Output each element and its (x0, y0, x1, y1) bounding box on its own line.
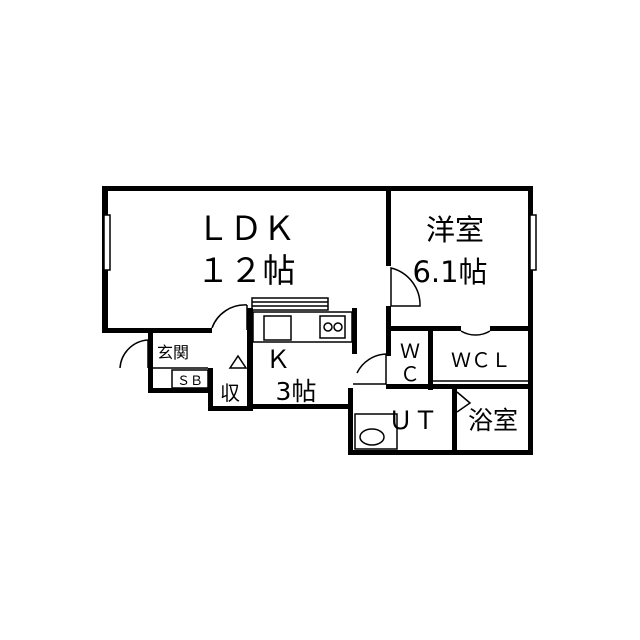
ut-label: ＵＴ (388, 406, 438, 435)
wc-label-w: Ｗ (400, 339, 420, 363)
western-room-size: 6.1帖 (412, 255, 487, 289)
wc-label-c: Ｃ (400, 362, 420, 386)
interior-lines (103, 214, 537, 450)
shoe-box-label: ＳＢ (177, 374, 203, 389)
entrance-label: 玄関 (157, 343, 189, 362)
doors (119, 267, 491, 413)
kitchen-size: 3帖 (276, 377, 317, 406)
western-room-name: 洋室 (426, 213, 484, 247)
labels: ＬＤＫ １２帖 洋室 6.1帖 Ｋ 3帖 玄関 ＳＢ 収 Ｗ Ｃ ＷＣＬ ＵＴ … (157, 209, 518, 435)
ldk-name: ＬＤＫ (197, 209, 296, 248)
storage-label: 収 (220, 381, 240, 405)
bath-label: 浴室 (468, 406, 518, 435)
kitchen-name: Ｋ (265, 345, 290, 374)
wcl-label: ＷＣＬ (451, 348, 511, 372)
ldk-size: １２帖 (197, 251, 296, 290)
